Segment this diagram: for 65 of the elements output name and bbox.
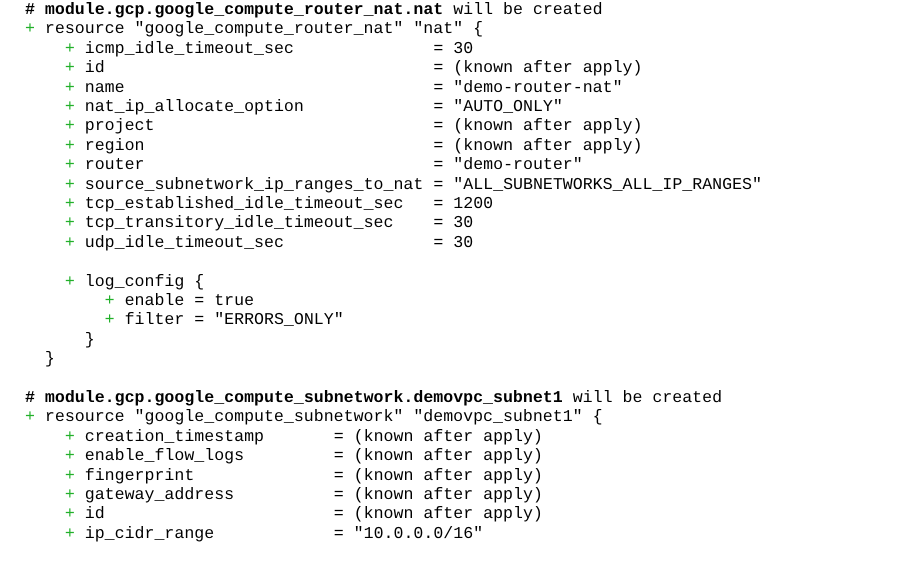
plus-sign: + — [64, 446, 75, 466]
plus-sign: + — [64, 38, 75, 58]
attribute-value: = (known after apply) — [334, 504, 543, 524]
plus-sign: + — [64, 485, 75, 504]
attribute-name: enable_flow_logs — [84, 446, 244, 466]
attribute-name: icmp_idle_timeout_sec — [84, 38, 294, 58]
attribute-name: region — [84, 136, 144, 155]
plus-sign: + — [64, 466, 75, 485]
attribute-value: = (known after apply) — [334, 426, 543, 446]
attribute-name: fingerprint — [84, 466, 194, 485]
attribute-value: = (known after apply) — [334, 466, 543, 485]
attribute-name: id — [84, 504, 105, 524]
attribute-value: = (known after apply) — [433, 58, 642, 78]
attribute-value: = "10.0.0.0/16" — [334, 524, 484, 543]
code-line: enable = true — [124, 291, 254, 310]
code-line: log_config { — [84, 272, 204, 291]
attribute-name: creation_timestamp — [84, 426, 264, 446]
attribute-value: = "ALL_SUBNETWORKS_ALL_IP_RANGES" — [433, 174, 762, 194]
plus-sign: + — [64, 97, 75, 116]
attribute-name: tcp_established_idle_timeout_sec — [84, 194, 404, 213]
attribute-value: = "demo-router" — [433, 155, 583, 174]
plus-sign: + — [64, 116, 75, 136]
plus-sign: + — [64, 524, 75, 543]
attribute-name: nat_ip_allocate_option — [84, 97, 304, 116]
plus-sign: + — [64, 232, 75, 252]
attribute-name: tcp_transitory_idle_timeout_sec — [84, 213, 394, 232]
attribute-value: = 1200 — [433, 194, 494, 213]
attribute-name: gateway_address — [84, 485, 234, 504]
plus-sign: + — [25, 407, 35, 426]
attribute-name: udp_idle_timeout_sec — [84, 232, 284, 252]
code-line: } — [44, 349, 55, 368]
code-line: resource "google_compute_subnetwork" "demovpc_subnet1" { — [44, 407, 603, 426]
attribute-value: = "AUTO_ONLY" — [433, 97, 563, 116]
plus-sign: + — [64, 426, 75, 446]
code-line: filter = "ERRORS_ONLY" — [124, 310, 344, 330]
attribute-value: = 30 — [433, 213, 474, 232]
plus-sign: + — [64, 272, 75, 291]
plus-sign: + — [104, 291, 115, 310]
plus-sign: + — [64, 174, 75, 194]
plus-sign: + — [104, 310, 115, 330]
plus-sign: + — [64, 78, 75, 97]
attribute-name: router — [84, 155, 144, 174]
attribute-name: id — [84, 58, 105, 78]
code-line: } — [84, 330, 95, 349]
plus-sign: + — [64, 58, 75, 78]
plus-sign: + — [64, 136, 75, 155]
attribute-value: = (known after apply) — [334, 446, 543, 466]
plus-sign: + — [64, 155, 75, 174]
comment-line: # module.gcp.google_compute_subnetwork.demovpc_subnet1 will be created — [25, 388, 722, 407]
attribute-value: = (known after apply) — [334, 485, 543, 504]
code-line: resource "google_compute_router_nat" "nat" { — [44, 19, 484, 38]
attribute-value: = (known after apply) — [433, 116, 642, 136]
plus-sign: + — [64, 213, 75, 232]
plus-sign: + — [25, 19, 35, 38]
attribute-value: = 30 — [433, 38, 474, 58]
attribute-name: project — [84, 116, 154, 136]
attribute-name: source_subnetwork_ip_ranges_to_nat — [84, 174, 424, 194]
attribute-value: = (known after apply) — [433, 136, 642, 155]
attribute-name: ip_cidr_range — [84, 524, 214, 543]
attribute-value: = "demo-router-nat" — [433, 78, 623, 97]
attribute-value: = 30 — [433, 232, 474, 252]
attribute-name: name — [84, 78, 125, 97]
plus-sign: + — [64, 194, 75, 213]
plus-sign: + — [64, 504, 75, 524]
comment-line: # module.gcp.google_compute_router_nat.nat will be created — [25, 0, 603, 19]
